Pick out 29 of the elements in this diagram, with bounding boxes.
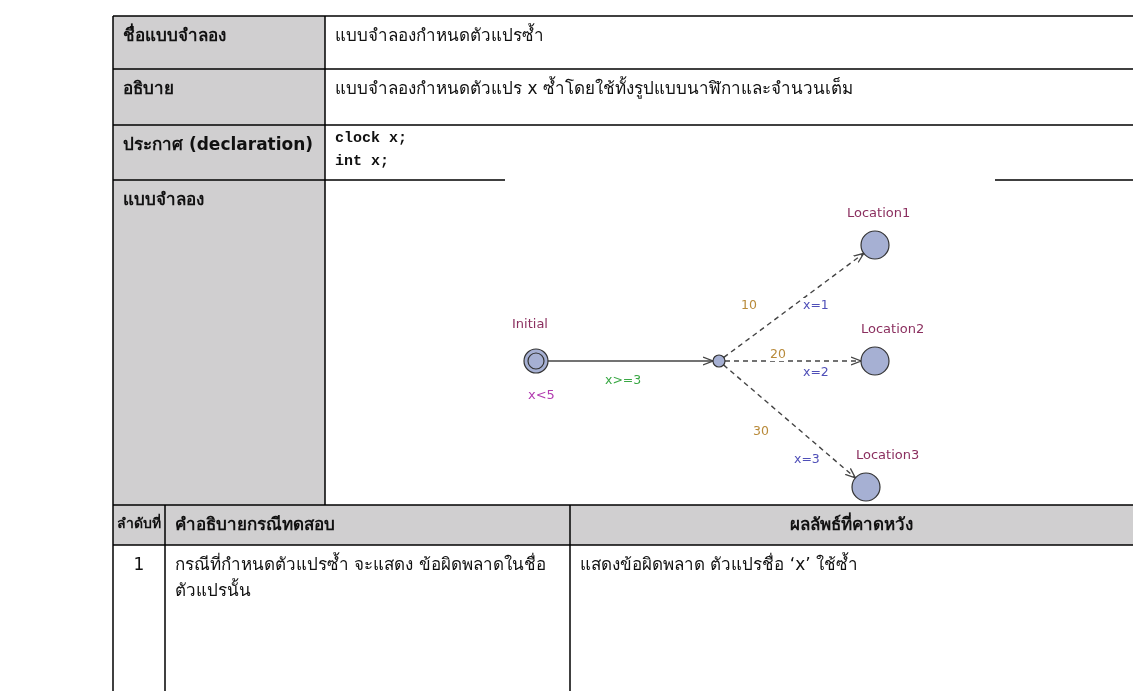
weight-label: 30 bbox=[752, 424, 770, 438]
transition-arrow bbox=[724, 356, 862, 366]
code-line: int x; bbox=[334, 153, 390, 172]
cell-text: แบบจำลองกำหนดตัวแปร x ซ้ำโดยใช้ทั้งรูปแบบนาฬิกาและจำนวนเต็ม bbox=[334, 75, 854, 101]
weight-label: 20 bbox=[769, 347, 787, 361]
update-label: x=3 bbox=[793, 452, 821, 466]
cell-text: กรณีที่กำหนดตัวแปรซ้ำ จะแสดง ข้อผิดพลาดในชื่อตัวแปรนั้น bbox=[174, 551, 547, 603]
location-name: Location2 bbox=[861, 321, 925, 336]
header-cell: ลำดับที่ bbox=[113, 505, 165, 545]
code-line: clock x; bbox=[334, 130, 408, 149]
cell-text: แสดงข้อผิดพลาด ตัวแปรชื่อ ‘x’ ใช้ซ้ำ bbox=[579, 551, 860, 576]
update-label: x=1 bbox=[802, 298, 830, 312]
header-cell: แบบจำลอง bbox=[113, 180, 325, 505]
header-cell: ประกาศ (declaration) bbox=[113, 125, 325, 180]
header-cell: คำอธิบายกรณีทดสอบ bbox=[165, 505, 570, 545]
location-name: Location3 bbox=[856, 447, 920, 462]
cell-text: แบบจำลองกำหนดตัวแปรซ้ำ bbox=[334, 22, 545, 47]
update-label: x=2 bbox=[802, 365, 830, 379]
transition-arrow bbox=[722, 364, 857, 479]
header-cell: อธิบาย bbox=[113, 69, 325, 125]
cell-text: 1 bbox=[132, 553, 146, 576]
header-cell: ชื่อแบบจำลอง bbox=[113, 16, 325, 69]
invariant-label: x<5 bbox=[528, 387, 555, 402]
header-cell: ผลลัพธ์ที่คาดหวัง bbox=[570, 505, 1133, 545]
guard-label: x>=3 bbox=[604, 373, 643, 387]
weight-label: 10 bbox=[740, 298, 758, 312]
transition-arrow bbox=[723, 252, 865, 359]
location-name: Initial bbox=[512, 316, 548, 331]
location-name: Location1 bbox=[847, 205, 911, 220]
